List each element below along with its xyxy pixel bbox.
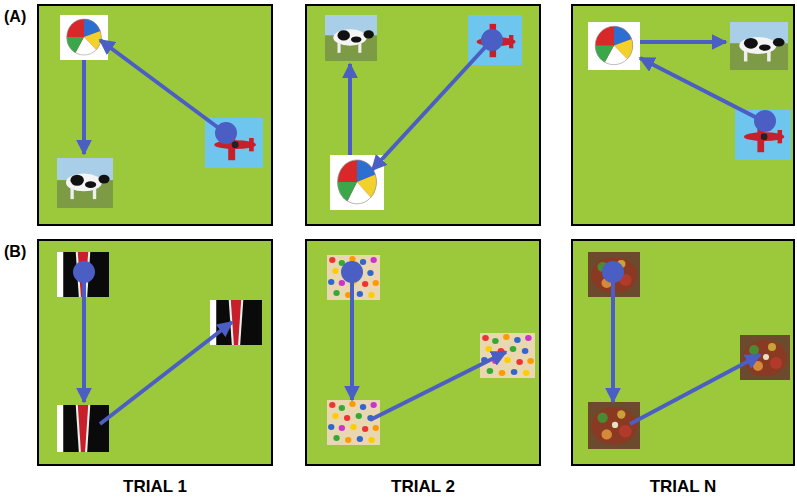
panel-tag: (A)	[4, 8, 26, 26]
trial-label: TRIAL N	[650, 477, 717, 497]
trial-label: TRIAL 1	[123, 477, 187, 497]
trial-panel	[38, 5, 794, 465]
start-dot	[73, 29, 776, 283]
path-arrow	[84, 40, 765, 424]
panel-tag: (B)	[4, 243, 26, 261]
trial-label: TRIAL 2	[391, 477, 455, 497]
